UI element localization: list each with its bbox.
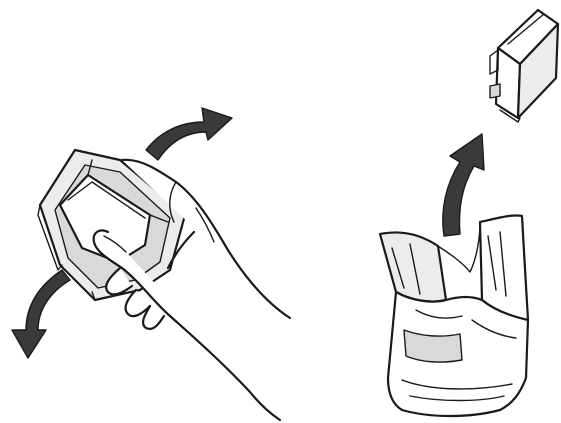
- cartridge-from-bag-icon: [380, 10, 558, 416]
- lift-out-arrow-icon: [443, 134, 484, 236]
- hand-twisting-package-icon: [12, 108, 290, 420]
- torn-bag: [380, 215, 528, 416]
- ink-cartridge: [490, 10, 558, 122]
- rotate-up-arrow-icon: [146, 108, 232, 160]
- rotate-down-arrow-icon: [12, 270, 70, 358]
